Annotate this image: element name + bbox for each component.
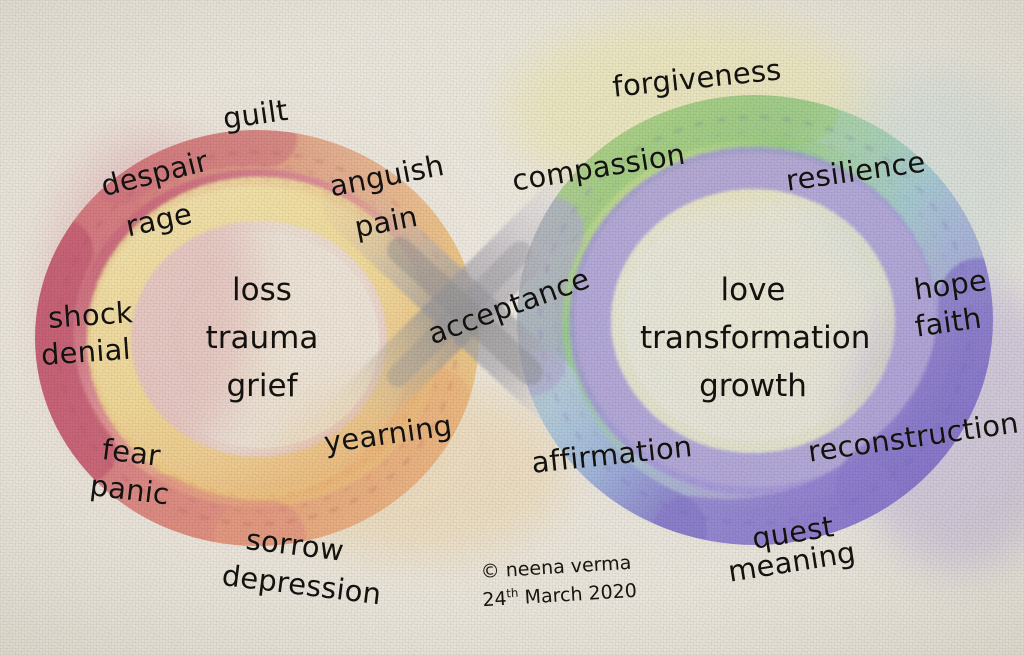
grief-word-denial: denial — [39, 331, 132, 372]
right-loop-center-words: love transformation growth — [640, 272, 871, 404]
grief-word-fear: fear — [100, 432, 163, 473]
grief-center-word-grief: grief — [226, 368, 298, 404]
signature-date-number: 24 — [481, 587, 508, 611]
signature-date-rest: March 2020 — [517, 579, 638, 609]
artist-signature: © neena verma 24th March 2020 — [480, 551, 638, 614]
healing-center-word-growth: growth — [699, 368, 807, 404]
grief-word-shock: shock — [46, 295, 135, 335]
grief-center-word-trauma: trauma — [205, 320, 319, 356]
healing-center-word-love: love — [720, 272, 786, 308]
healing-center-word-transformation: transformation — [640, 320, 871, 356]
grief-center-word-loss: loss — [232, 272, 292, 308]
left-loop-center-words: loss trauma grief — [176, 272, 348, 404]
